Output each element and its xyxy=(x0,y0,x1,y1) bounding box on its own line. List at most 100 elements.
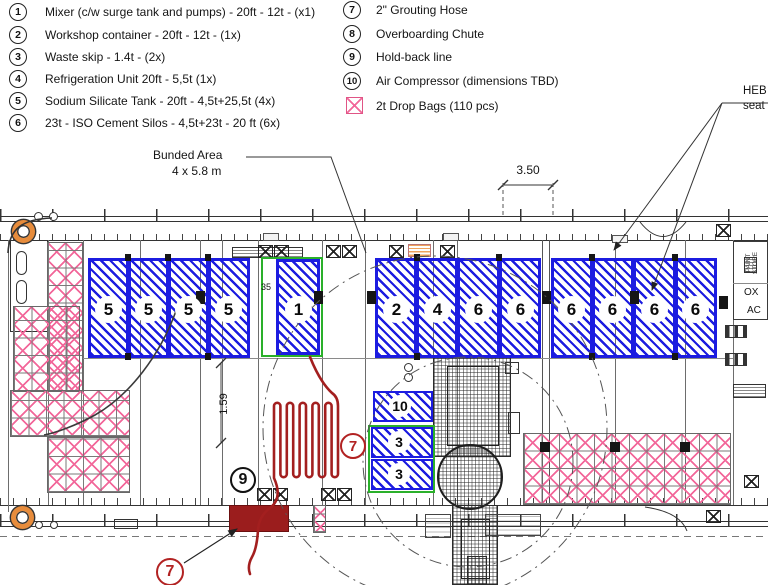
legend-label-1: Mixer (c/w surge tank and pumps) - 20ft … xyxy=(45,5,316,19)
hose-callout-mid: 7 xyxy=(340,433,366,459)
clamp xyxy=(589,353,595,360)
h-bollard xyxy=(725,325,747,338)
dropbag-area xyxy=(13,306,80,392)
frame-line xyxy=(365,240,366,505)
holdback-callout: 9 xyxy=(230,467,256,493)
legend-label-10: Air Compressor (dimensions TBD) xyxy=(376,74,559,88)
deck-edge-bottom xyxy=(0,505,768,507)
bunded-area-label-2: 4 x 5.8 m xyxy=(172,164,222,178)
bulkhead-line xyxy=(542,240,550,505)
clamp xyxy=(589,254,595,261)
legend-circle-3: 3 xyxy=(9,48,27,66)
drop-bag-icon xyxy=(346,97,363,114)
silo-6-label: 6 xyxy=(599,296,626,323)
legend-circle-4: 4 xyxy=(9,70,27,88)
legend-label-2: Workshop container - 20ft - 12t - (1x) xyxy=(45,28,241,42)
hull-frame-ticks-bottom xyxy=(0,514,768,526)
dropbag-area xyxy=(523,433,731,505)
frame-line xyxy=(83,240,84,505)
cleat-fitting xyxy=(389,245,404,258)
deck-socket xyxy=(404,373,413,382)
frame-line xyxy=(615,240,616,505)
machinery-side-box xyxy=(425,514,451,538)
silo-6-label: 6 xyxy=(641,296,668,323)
grouting-hose-path xyxy=(247,355,340,576)
deck-label-box xyxy=(443,233,459,241)
heb-leader-2 xyxy=(651,102,723,291)
cleat-fitting xyxy=(326,245,341,258)
cleat-fitting xyxy=(273,488,288,501)
silo-6-label: 6 xyxy=(465,296,492,323)
air-compressor-label: 10 xyxy=(389,395,411,417)
paint-store-line1: PAINT xyxy=(745,253,752,273)
tank-5-label: 5 xyxy=(175,296,202,323)
cleat-fitting xyxy=(440,245,455,258)
crane-radius-circle xyxy=(362,356,574,568)
deck-seam-line xyxy=(83,358,733,359)
holdback-line-curve xyxy=(43,310,177,436)
legend-label-8: Overboarding Chute xyxy=(376,27,485,41)
door-arc xyxy=(644,506,688,532)
clamp xyxy=(672,353,678,360)
bulwark-ticks-bottom xyxy=(0,498,768,505)
fairlead-roller-stern xyxy=(11,506,34,529)
tank-5-label: 5 xyxy=(95,296,122,323)
heb-seat xyxy=(719,296,728,309)
mixer-label: 1 xyxy=(285,296,312,323)
hull-band-top xyxy=(0,216,768,222)
seat-block xyxy=(540,442,550,452)
tank-5-label: 5 xyxy=(215,296,242,323)
silo-6-label: 6 xyxy=(558,296,585,323)
dim-350-ext xyxy=(502,183,554,216)
waste-skip-label: 3 xyxy=(388,431,410,453)
clamp xyxy=(205,353,211,360)
silo-6-label: 6 xyxy=(507,296,534,323)
cleat-fitting xyxy=(744,475,759,488)
hose-callout-bottom: 7 xyxy=(156,558,184,585)
cleat-fitting xyxy=(257,488,272,501)
legend-label-3: Waste skip - 1.4t - (2x) xyxy=(45,50,166,64)
frame-line xyxy=(140,240,141,505)
machinery-side-box xyxy=(485,514,541,536)
side-wall-line xyxy=(8,240,9,512)
heb-seat xyxy=(367,291,376,304)
dropbag-small xyxy=(313,505,326,533)
bunded-area-label-1: Bunded Area xyxy=(153,148,223,162)
paint-store-hatch xyxy=(744,257,757,273)
legend-circle-2: 2 xyxy=(9,26,27,44)
clamp xyxy=(414,254,420,261)
legend-circle-1: 1 xyxy=(9,3,27,21)
hull-frame-ticks-top xyxy=(0,209,768,221)
paint-store-label: PAINT STORE xyxy=(745,233,759,293)
cleat-fitting xyxy=(321,488,336,501)
bollard xyxy=(35,521,43,529)
equipment-box-small xyxy=(733,384,766,398)
legend-label-dropbags: 2t Drop Bags (110 pcs) xyxy=(376,99,499,113)
clamp xyxy=(205,254,211,261)
legend-label-9: Hold-back line xyxy=(376,50,453,64)
dim-159-text: 1.59 xyxy=(218,393,230,415)
clamp xyxy=(672,254,678,261)
mooring-bitt xyxy=(16,251,27,275)
clamp xyxy=(165,254,171,261)
deck-socket xyxy=(404,363,413,372)
clamp xyxy=(125,353,131,360)
frame-line xyxy=(200,240,201,505)
frame-line xyxy=(258,240,259,505)
clamp xyxy=(414,353,420,360)
legend-circle-5: 5 xyxy=(9,92,27,110)
legend-circle-10: 10 xyxy=(343,72,361,90)
room-divider xyxy=(733,283,768,284)
heb-seat xyxy=(542,291,551,304)
bollard xyxy=(49,212,58,221)
legend-circle-9: 9 xyxy=(343,48,361,66)
dropbag-area xyxy=(10,390,130,437)
bollard xyxy=(34,212,43,221)
heb-seat-label: HEB seat xyxy=(743,84,767,114)
machinery-tab xyxy=(508,412,520,434)
deck-fitting xyxy=(114,519,138,529)
legend-label-4: Refrigeration Unit 20ft - 5,5t (1x) xyxy=(45,72,217,86)
heb-line2: seat xyxy=(743,100,765,112)
workshop-label: 2 xyxy=(383,296,410,323)
heb-seat xyxy=(314,291,323,304)
